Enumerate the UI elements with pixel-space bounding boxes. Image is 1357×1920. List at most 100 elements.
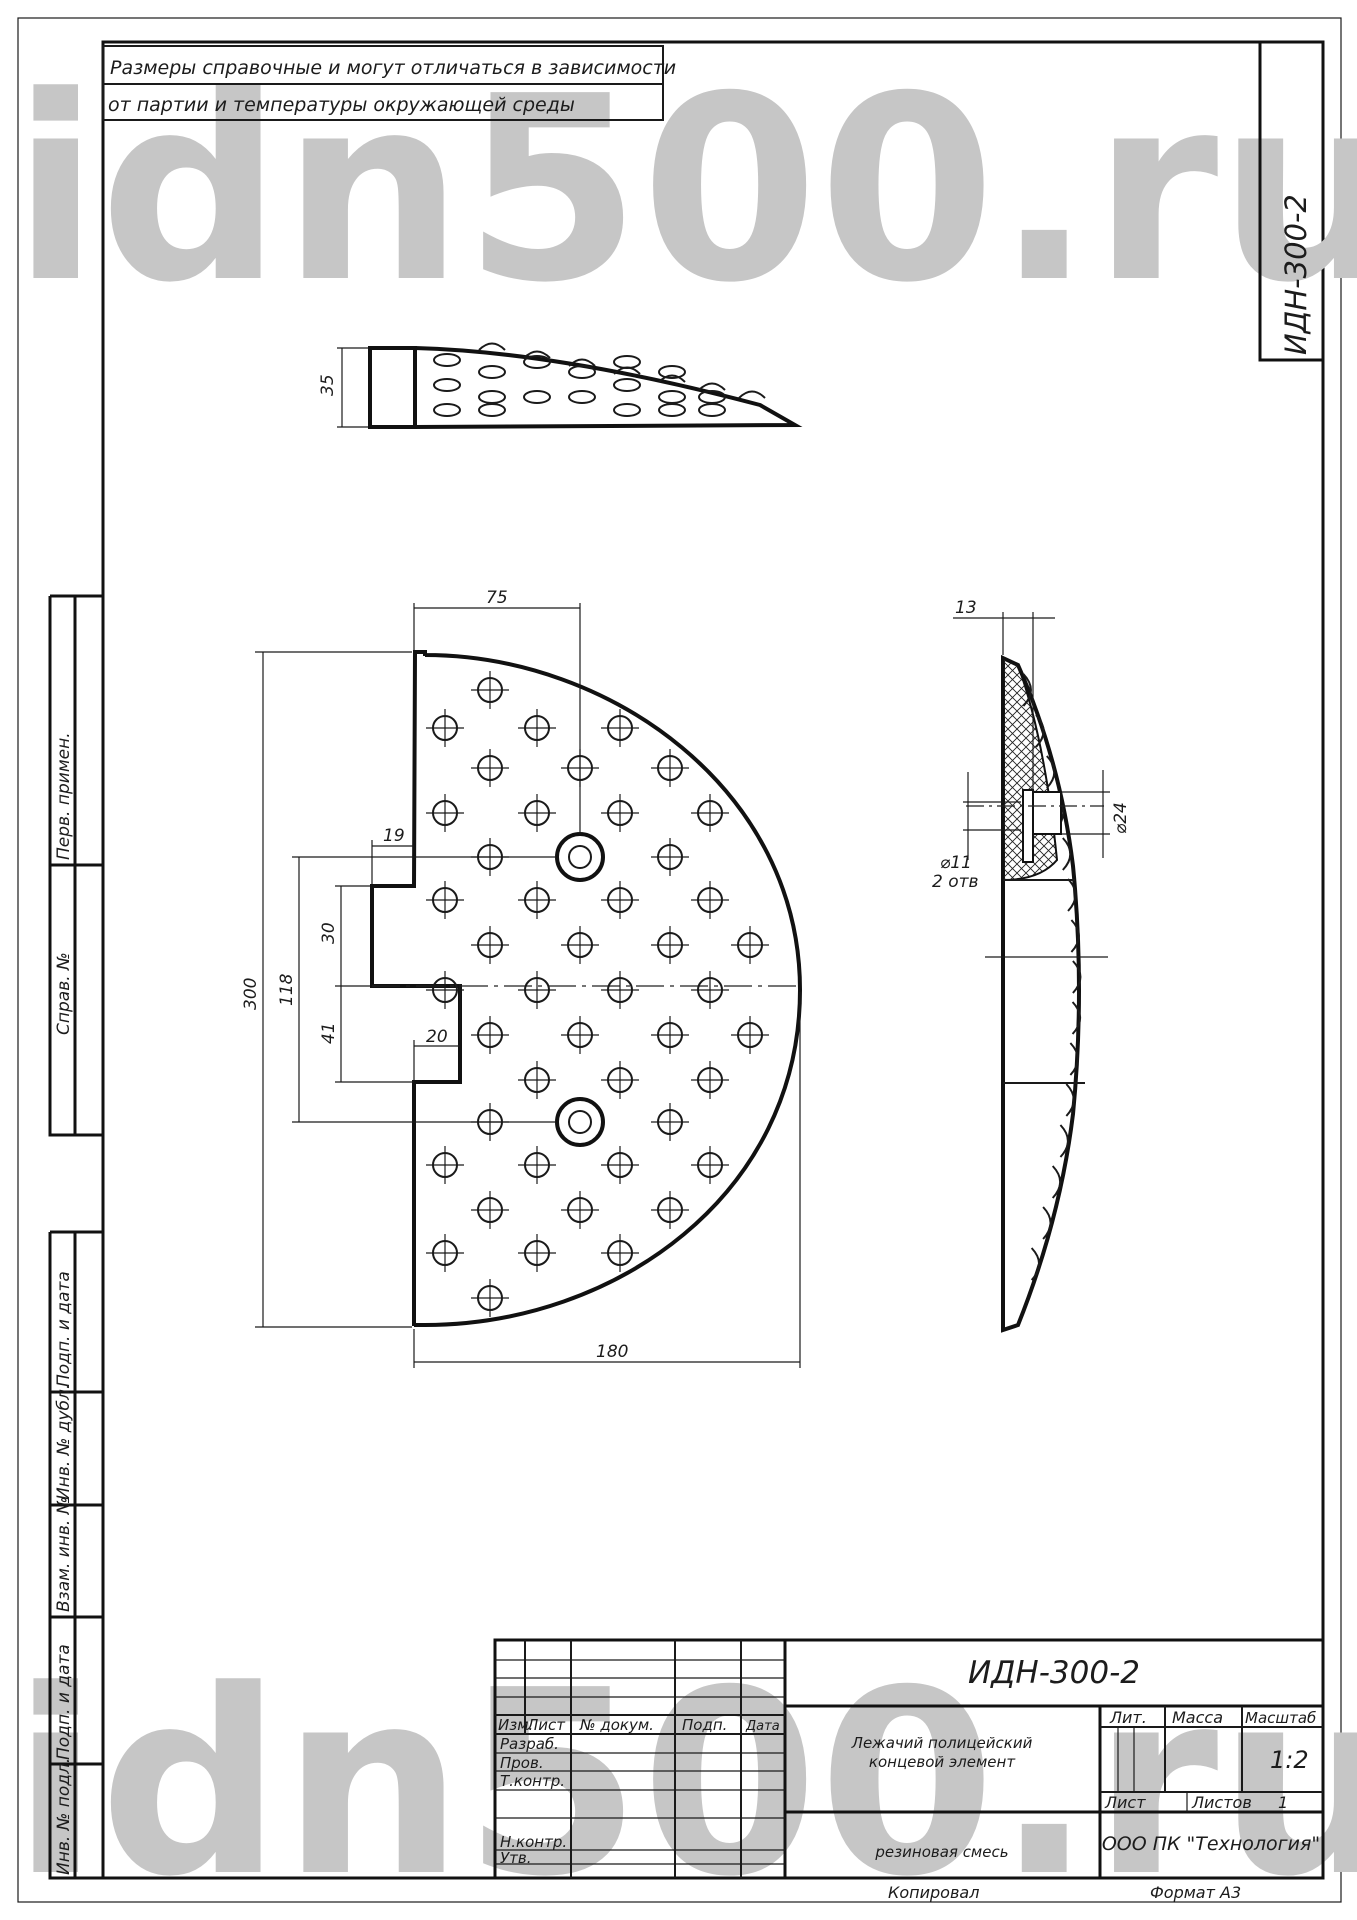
top-view-dimple	[613, 403, 641, 417]
dim-35: 35	[318, 374, 338, 396]
stamp-inv-podl: Инв. № подл.	[54, 1758, 74, 1875]
crosshair-hole	[426, 794, 464, 832]
crosshair-hole	[691, 794, 729, 832]
crosshair-hole	[471, 926, 509, 964]
row-prov: Пров.	[500, 1754, 544, 1772]
top-view-dimple	[433, 403, 461, 417]
top-view-dimple	[568, 390, 596, 404]
dim-75: 75	[486, 588, 508, 608]
mounting-hole-upper	[555, 832, 605, 882]
row-utv: Утв.	[500, 1849, 532, 1867]
col-data: Дата	[745, 1719, 780, 1734]
crosshair-hole	[601, 971, 639, 1009]
stamp-inv-dubl: Инв. № дубл.	[54, 1384, 74, 1500]
top-view-dimple	[433, 353, 461, 367]
material: резиновая смесь	[874, 1843, 1008, 1861]
crosshair-hole	[518, 709, 556, 747]
top-view-bump	[698, 382, 726, 391]
crosshair-hole	[471, 749, 509, 787]
front-view: 75 300 118 19 30 41 20 180	[241, 588, 803, 1368]
crosshair-hole	[561, 1016, 599, 1054]
stamp-vzam-inv: Взам. инв. №	[54, 1497, 74, 1612]
crosshair-hole	[426, 1146, 464, 1184]
watermark-bottom: idn500.ru	[12, 1636, 1357, 1920]
dim-19: 19	[383, 826, 405, 846]
crosshair-hole	[471, 1279, 509, 1317]
col-docum: № докум.	[579, 1716, 654, 1734]
side-view-bump	[1042, 1206, 1052, 1240]
side-view-bump	[1062, 837, 1072, 871]
crosshair-hole	[426, 1234, 464, 1272]
top-view-dimple	[433, 378, 461, 392]
top-view-dimple	[613, 378, 641, 392]
front-view-hole-pattern	[426, 671, 769, 1317]
stamp-podp-data-1: Подп. и дата	[54, 1271, 74, 1387]
crosshair-hole	[518, 794, 556, 832]
crosshair-hole	[518, 971, 556, 1009]
crosshair-hole	[471, 1191, 509, 1229]
top-view-dimple	[478, 390, 506, 404]
crosshair-hole	[518, 881, 556, 919]
dim-20: 20	[426, 1027, 448, 1047]
note-line-1: Размеры справочные и могут отличаться в …	[110, 57, 676, 79]
top-view: 35	[318, 342, 803, 430]
row-tkontr: Т.контр.	[500, 1772, 565, 1790]
crosshair-hole	[426, 881, 464, 919]
sheet-border	[17, 17, 1342, 1903]
side-view-bump	[1070, 919, 1080, 953]
crosshair-hole	[651, 926, 689, 964]
side-stamp: Перв. примен. Справ. № Подп. и дата Инв.…	[48, 594, 105, 1880]
side-view-bump	[1067, 878, 1077, 912]
hole-count: 2 отв	[932, 872, 979, 892]
top-view-hole-pattern	[433, 353, 726, 417]
crosshair-hole	[471, 671, 509, 709]
format: Формат А3	[1150, 1883, 1241, 1902]
top-view-dimple	[478, 403, 506, 417]
top-view-bumps	[478, 342, 766, 399]
crosshair-hole	[601, 794, 639, 832]
side-view-bump	[1022, 673, 1032, 707]
crosshair-hole	[691, 971, 729, 1009]
note-line-2: от партии и температуры окружающей среды	[108, 94, 575, 116]
crosshair-hole	[691, 881, 729, 919]
masshtab-header: Масштаб	[1245, 1709, 1316, 1727]
crosshair-hole	[691, 1146, 729, 1184]
top-view-dimple	[658, 365, 686, 379]
lit-header: Лит.	[1109, 1708, 1147, 1727]
top-view-dimple	[698, 403, 726, 417]
scale-value: 1:2	[1270, 1746, 1309, 1774]
crosshair-hole	[651, 1016, 689, 1054]
dim-180: 180	[596, 1342, 628, 1362]
row-nkontr: Н.контр.	[500, 1833, 567, 1851]
top-view-bump	[568, 358, 596, 367]
dim-118: 118	[277, 973, 297, 1006]
crosshair-hole	[601, 709, 639, 747]
massa-header: Масса	[1172, 1708, 1223, 1727]
side-profile	[1001, 654, 1081, 1333]
top-view-dimple	[568, 365, 596, 379]
top-view-bump	[478, 342, 506, 351]
name-line-2: концевой элемент	[869, 1753, 1016, 1771]
dim-24: ⌀24	[1111, 802, 1131, 834]
stamp-perv-primen: Перв. примен.	[54, 732, 74, 860]
side-view-bump	[1065, 1083, 1075, 1117]
crosshair-hole	[426, 971, 464, 1009]
top-view-dimple	[613, 355, 641, 369]
side-view-bump	[1072, 960, 1082, 994]
side-view-bump	[1071, 1001, 1082, 1035]
side-view-bump	[1069, 1042, 1079, 1076]
top-view-dimple	[523, 355, 551, 369]
company: ООО ПК "Технология"	[1102, 1833, 1320, 1855]
col-izm: Изм.	[498, 1716, 533, 1734]
crosshair-hole	[731, 926, 769, 964]
side-view-bump	[1035, 714, 1045, 748]
list-label: Лист	[1104, 1793, 1146, 1812]
crosshair-hole	[651, 838, 689, 876]
note-box: Размеры справочные и могут отличаться в …	[102, 45, 676, 121]
crosshair-hole	[601, 1146, 639, 1184]
designation: ИДН-300-2	[968, 1655, 1140, 1691]
dim-300: 300	[241, 978, 261, 1010]
row-razrab: Разраб.	[500, 1735, 559, 1753]
watermark-top: idn500.ru	[12, 42, 1357, 339]
top-view-dimple	[658, 390, 686, 404]
